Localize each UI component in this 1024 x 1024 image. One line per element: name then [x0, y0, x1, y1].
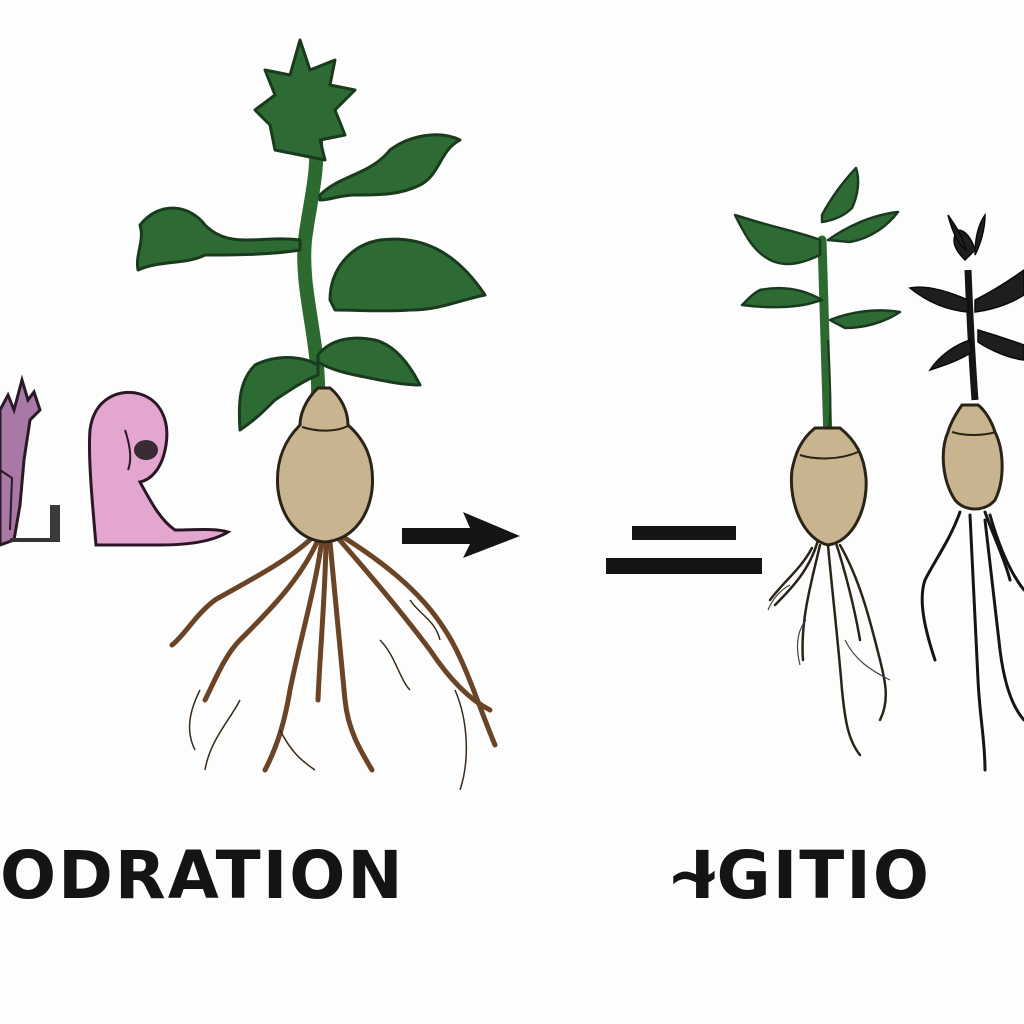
- label-right: I̴GITIO: [690, 837, 931, 914]
- large-plant-icon: [135, 38, 498, 791]
- purple-creature-icon: [0, 374, 60, 547]
- dark-plant-icon: [908, 212, 1024, 772]
- label-left: ODRATION: [0, 837, 405, 914]
- arrow-icon: [402, 512, 520, 558]
- equals-icon: [606, 526, 762, 574]
- small-plant-icon: [733, 166, 902, 757]
- pink-creature-icon: [87, 390, 232, 547]
